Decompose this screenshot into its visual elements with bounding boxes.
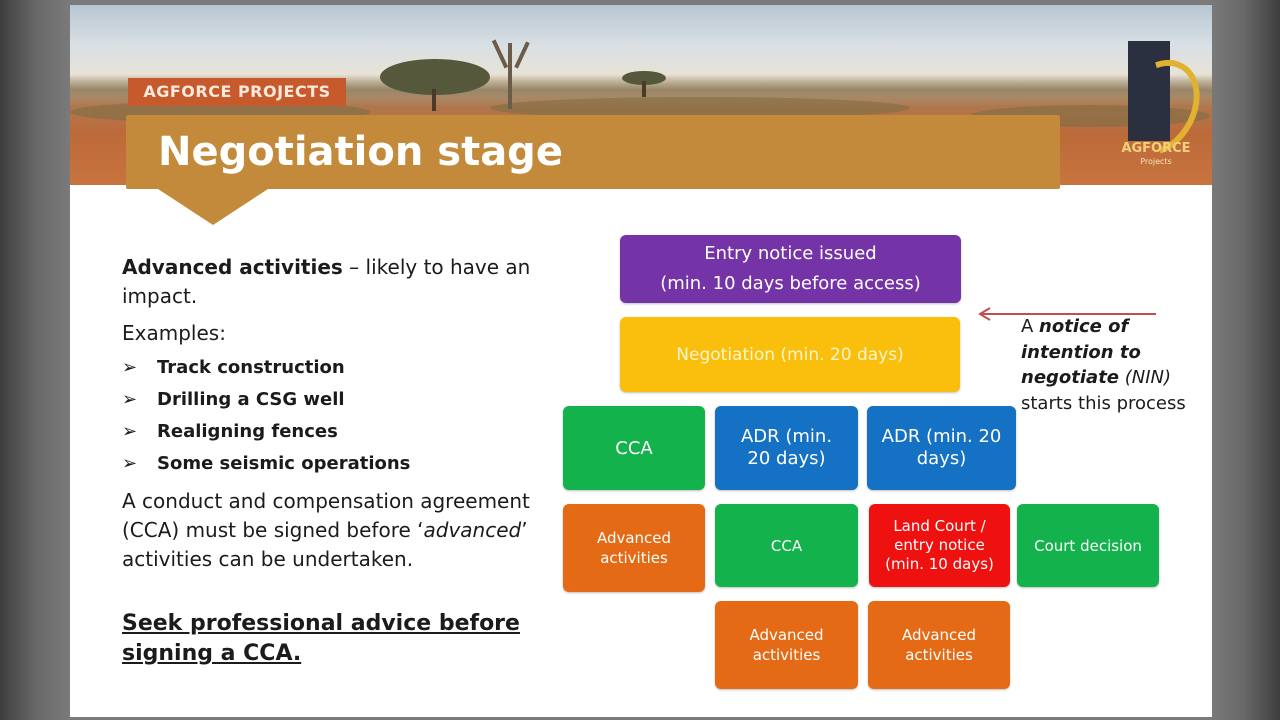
examples-list: ➢Track construction ➢Drilling a CSG well… [122,352,410,480]
tree-illustration [380,53,490,113]
slide: AGFORCE PROJECTS AGFORCE Projects Negoti… [70,5,1212,717]
intro-paragraph: Advanced activities – likely to have an … [122,253,582,311]
negotiation-box: Negotiation (min. 20 days) [620,317,960,392]
title-bar: Negotiation stage [126,115,1060,189]
advanced-activities-box: Advanced activities [563,504,705,592]
cca-box: CCA [563,406,705,490]
logo-subtext: Projects [1140,157,1172,166]
list-item: ➢Drilling a CSG well [122,384,410,416]
list-item: ➢Some seismic operations [122,448,410,480]
tree-illustration [622,71,666,101]
advanced-activities-box-3: Advanced activities [868,601,1010,689]
bullet-arrow-icon: ➢ [122,357,138,378]
logo-wordmark: AGFORCE [1121,141,1191,156]
land-court-box: Land Court / entry notice (min. 10 days) [869,504,1010,587]
agforce-logo: AGFORCE Projects [1099,41,1212,177]
list-item: ➢Track construction [122,352,410,384]
bullet-arrow-icon: ➢ [122,453,138,474]
left-arrow-icon [978,307,1156,321]
advanced-activities-box-2: Advanced activities [715,601,858,689]
title-pointer-triangle [158,189,268,225]
examples-label: Examples: [122,321,226,345]
adr-box-b: ADR (min. 20 days) [867,406,1016,490]
court-decision-box: Court decision [1017,504,1159,587]
intro-bold: Advanced activities [122,255,343,279]
process-flow-diagram: Entry notice issued (min. 10 days before… [70,5,1212,717]
adr-box-a: ADR (min. 20 days) [715,406,858,490]
page-title: Negotiation stage [158,129,563,175]
bullet-arrow-icon: ➢ [122,389,138,410]
advice-text: Seek professional advice before signing … [122,611,520,666]
list-item: ➢Realigning fences [122,416,410,448]
nin-annotation: A notice of intention to negotiate (NIN)… [1021,316,1186,414]
projects-tag: AGFORCE PROJECTS [128,78,346,106]
intro-rest: – likely to have an impact. [122,255,531,308]
bullet-arrow-icon: ➢ [122,421,138,442]
cca-paragraph: A conduct and compensation agreement (CC… [122,489,530,571]
bare-tree-illustration [480,35,540,115]
entry-notice-box: Entry notice issued (min. 10 days before… [620,235,961,303]
cca-box-2: CCA [715,504,858,587]
